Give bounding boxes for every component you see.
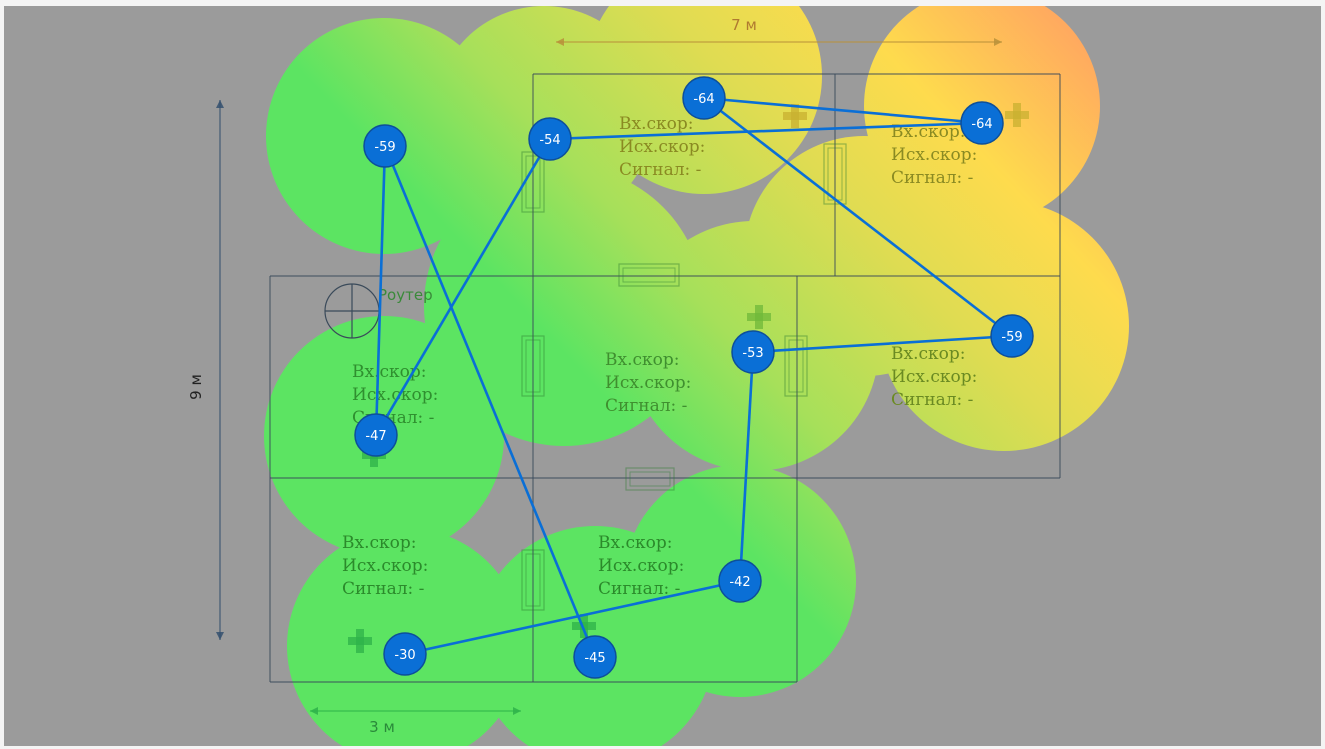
measurement-point[interactable]: -53 (731, 330, 775, 374)
door-inner (788, 339, 804, 393)
room-bottom-left: Вх.скор: Исх.скор: Сигнал: - (342, 533, 428, 599)
room-bottom-center: Вх.скор: Исх.скор: Сигнал: - (598, 533, 684, 599)
room-mid-right: Вх.скор: Исх.скор: Сигнал: - (891, 344, 977, 410)
signal-label: Сигнал: - (342, 579, 424, 599)
height-dimension (216, 100, 224, 640)
in-speed-label: Вх.скор: (891, 344, 965, 364)
path-segment (374, 138, 552, 436)
signal-value: -54 (539, 133, 560, 148)
heatmap-canvas[interactable]: Роутер Вх.скор:Исх.скор:Сигнал: -Вх.скор… (4, 6, 1321, 746)
add-point-icon[interactable] (783, 104, 807, 128)
signal-value: -45 (584, 651, 605, 666)
room-top-right: Вх.скор: Исх.скор: Сигнал: - (891, 122, 977, 188)
width-dimension (556, 38, 1002, 46)
out-speed-label: Исх.скор: (605, 373, 691, 393)
measurement-path (374, 96, 1013, 658)
signal-label: Сигнал: - (605, 396, 687, 416)
path-segment (404, 579, 741, 656)
floor-plan: Роутер (269, 73, 1061, 683)
width-label: 7 м (731, 16, 757, 34)
router-label: Роутер (378, 286, 433, 304)
small-dim-label: 3 м (369, 718, 395, 736)
measurement-point[interactable]: -59 (990, 314, 1034, 358)
path-segment (752, 334, 1013, 354)
router-icon[interactable] (324, 283, 380, 339)
measurement-points: -30 -42 -53 -59 -64 -64 -54 -47 -59 -45 (354, 76, 1034, 679)
measurement-point[interactable]: -42 (718, 559, 762, 603)
measurement-point[interactable]: -47 (354, 413, 398, 457)
signal-value: -59 (1001, 330, 1022, 345)
out-speed-label: Исх.скор: (352, 385, 438, 405)
signal-label: Сигнал: - (891, 390, 973, 410)
add-point-icon[interactable] (747, 305, 771, 329)
measurement-point[interactable]: -54 (528, 117, 572, 161)
door-icon (521, 549, 545, 611)
path-segment (703, 96, 1013, 338)
door-icon (521, 335, 545, 397)
out-speed-label: Исх.скор: (619, 137, 705, 157)
height-label: 9 м (187, 374, 205, 400)
signal-value: -59 (374, 140, 395, 155)
path-segment (383, 145, 597, 658)
small-dimension (310, 707, 521, 715)
add-point-icon[interactable] (1005, 103, 1029, 127)
measurement-point[interactable]: -45 (573, 635, 617, 679)
measurement-point[interactable]: -30 (383, 632, 427, 676)
in-speed-label: Вх.скор: (605, 350, 679, 370)
path-segment (374, 145, 387, 436)
signal-label: Сигнал: - (619, 160, 701, 180)
heat-blob (744, 136, 984, 376)
in-speed-label: Вх.скор: (891, 122, 965, 142)
door-inner (525, 339, 541, 393)
door-icon (625, 467, 675, 491)
out-speed-label: Исх.скор: (342, 556, 428, 576)
in-speed-label: Вх.скор: (619, 114, 693, 134)
signal-label: Сигнал: - (891, 168, 973, 188)
path-segment (549, 121, 983, 141)
signal-value: -47 (365, 429, 386, 444)
signal-value: -42 (729, 575, 750, 590)
out-speed-label: Исх.скор: (891, 145, 977, 165)
heatmap-svg: Роутер Вх.скор:Исх.скор:Сигнал: -Вх.скор… (187, 6, 1129, 746)
path-segment (738, 351, 755, 582)
out-speed-label: Исх.скор: (891, 367, 977, 387)
door-inner (622, 267, 676, 283)
out-speed-label: Исх.скор: (598, 556, 684, 576)
door-inner (629, 471, 671, 487)
measurement-point[interactable]: -64 (682, 76, 726, 120)
in-speed-label: Вх.скор: (342, 533, 416, 553)
signal-label: Сигнал: - (598, 579, 680, 599)
room-mid-center: Вх.скор: Исх.скор: Сигнал: - (605, 350, 691, 416)
door-inner (525, 553, 541, 607)
door-icon (784, 335, 808, 397)
path-segment (703, 96, 983, 125)
door-icon (618, 263, 680, 287)
room-top-middle: Вх.скор: Исх.скор: Сигнал: - (619, 114, 705, 180)
dimension-markers: 7 м 9 м 3 м (187, 16, 1002, 736)
signal-value: -64 (971, 117, 992, 132)
in-speed-label: Вх.скор: (598, 533, 672, 553)
room-labels: Вх.скор: Исх.скор: Сигнал: - Вх.скор: Исх.ск… (342, 114, 977, 599)
measurement-point[interactable]: -64 (960, 101, 1004, 145)
in-speed-label: Вх.скор: (352, 362, 426, 382)
measurement-point[interactable]: -59 (363, 124, 407, 168)
door-icon (823, 143, 847, 205)
signal-value: -64 (693, 92, 714, 107)
signal-value: -53 (742, 346, 763, 361)
signal-value: -30 (394, 648, 415, 663)
add-point-icon[interactable] (348, 629, 372, 653)
add-point-icon[interactable] (572, 614, 596, 638)
